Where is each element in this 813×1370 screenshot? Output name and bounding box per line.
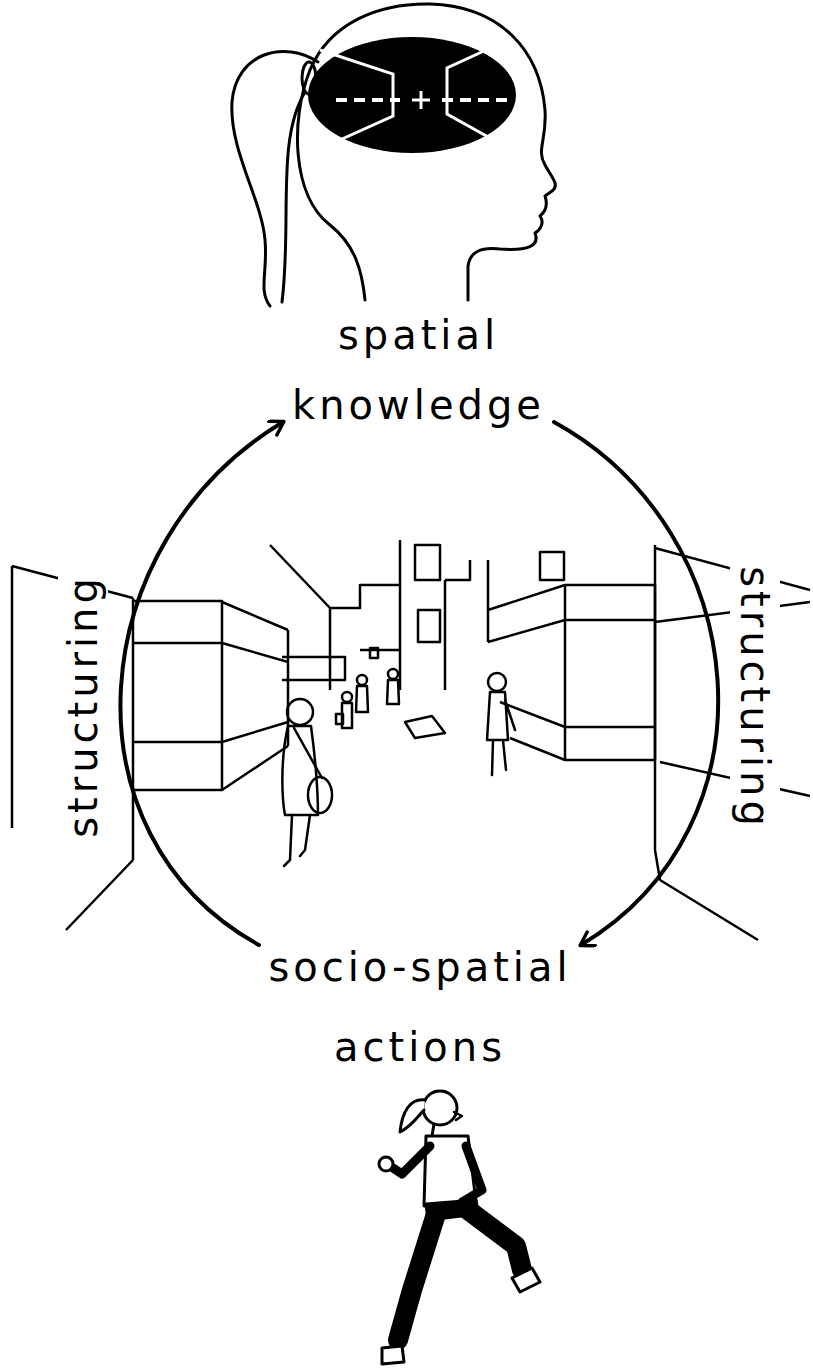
- pedestrians-part: [336, 714, 343, 724]
- street-scene-part: [655, 545, 810, 940]
- brain-part: [336, 98, 400, 102]
- street-scene-part: [12, 566, 133, 930]
- street-scene-part: [370, 648, 378, 658]
- runner: [379, 1091, 540, 1364]
- runner-part: [454, 1112, 462, 1120]
- concept-text: spatial knowledge: [289, 300, 548, 440]
- edge-label: structuring: [58, 568, 108, 844]
- brain-part: [447, 40, 508, 148]
- concept-text: socio-spatial actions: [265, 927, 575, 1087]
- concept-node: spatial knowledge: [289, 300, 548, 440]
- head-profile: [232, 4, 556, 306]
- pedestrians-part: [287, 699, 313, 725]
- head-profile-part: [297, 4, 555, 300]
- street-scene-part: [222, 602, 288, 790]
- structuring-arrow: [120, 422, 283, 945]
- street-scene-part: [540, 552, 564, 580]
- street-scene-part: [405, 716, 445, 738]
- pedestrians-part: [388, 669, 398, 679]
- head-profile-part: [232, 51, 318, 306]
- pedestrians-part: [356, 686, 368, 712]
- brain-part: [412, 91, 430, 109]
- runner-part: [423, 1091, 457, 1125]
- runner-part: [379, 1157, 393, 1171]
- runner-part: [390, 1146, 430, 1174]
- street-scene-part: [282, 657, 345, 680]
- street-scene-part: [270, 540, 470, 690]
- runner-part: [398, 1214, 436, 1340]
- pedestrians-part: [284, 815, 310, 866]
- runner-part: [468, 1210, 522, 1270]
- runner-part: [400, 1100, 425, 1132]
- concept-node: socio-spatial actions: [265, 927, 575, 1087]
- brain: [308, 37, 516, 153]
- street-scene: [12, 540, 810, 940]
- pedestrians-part: [488, 673, 506, 691]
- runner-part: [432, 1124, 434, 1136]
- pedestrians-part: [357, 675, 367, 685]
- structuring-arrow: [554, 422, 718, 945]
- brain-part: [308, 37, 516, 153]
- edge-label: structuring: [730, 560, 780, 836]
- pedestrians-part: [387, 680, 399, 704]
- pedestrians-part: [294, 728, 322, 778]
- pedestrians: [282, 669, 515, 866]
- street-scene-part: [488, 560, 565, 760]
- head-profile-part: [282, 92, 305, 302]
- street-scene-part: [133, 601, 222, 790]
- street-scene-part: [418, 610, 440, 642]
- runner-part: [382, 1346, 404, 1364]
- pedestrians-part: [342, 692, 352, 702]
- brain-part: [442, 98, 508, 102]
- street-scene-part: [415, 545, 440, 580]
- pedestrians-part: [487, 692, 515, 775]
- street-scene-part: [565, 585, 655, 760]
- runner-part: [512, 1268, 540, 1292]
- pedestrians-part: [308, 777, 332, 813]
- runner-part: [462, 1146, 482, 1202]
